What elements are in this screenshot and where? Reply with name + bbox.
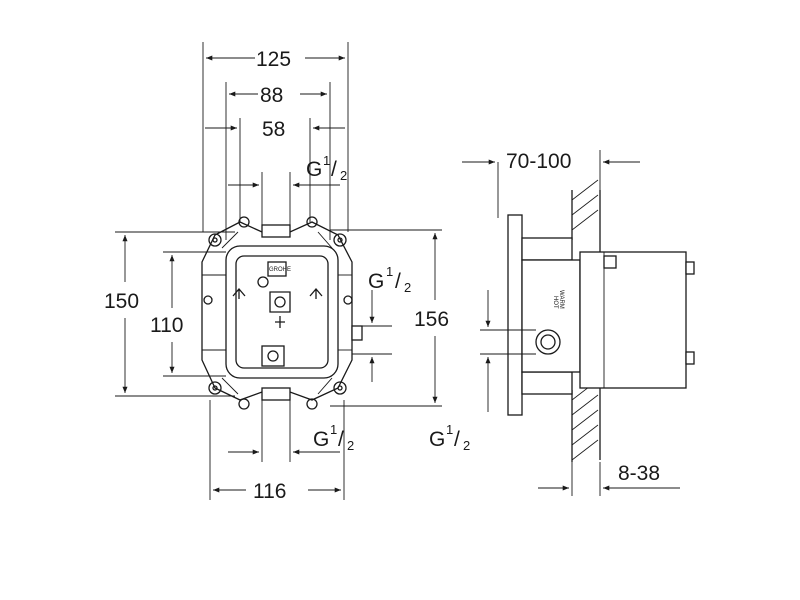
side-body [521, 259, 581, 373]
side-port [535, 329, 561, 355]
dim-58-label: 58 [262, 118, 285, 141]
thread-right-label: G 1 / 2 [368, 264, 411, 295]
panel-symbols [232, 276, 323, 367]
svg-text:G: G [429, 428, 445, 451]
svg-text:2: 2 [340, 168, 347, 183]
top-port [261, 224, 291, 238]
bottom-port [261, 387, 291, 401]
svg-text:1: 1 [446, 422, 453, 437]
dim-88-label: 88 [260, 84, 283, 107]
svg-text:2: 2 [463, 438, 470, 453]
dim-156-label: 156 [414, 308, 449, 331]
right-port [351, 325, 363, 341]
dim-150-label: 150 [104, 290, 139, 313]
brand-badge [267, 261, 287, 277]
svg-text:/: / [331, 158, 337, 181]
thread-side-label: G 1 / 2 [429, 422, 470, 453]
mounting-ears [203, 216, 353, 410]
thread-top-label: G 1 / 2 [306, 153, 347, 183]
flange-plate [507, 214, 523, 416]
svg-text:1: 1 [386, 264, 393, 279]
svg-text:G: G [368, 270, 384, 293]
hot-label: HOT [552, 296, 558, 309]
svg-text:/: / [338, 428, 344, 451]
side-dimensions: 70-100 G 1 / 2 8-38 [429, 150, 680, 496]
dim-70-100-label: 70-100 [506, 150, 571, 173]
body-ribs [202, 231, 352, 395]
inner-housing [225, 245, 339, 379]
dim-116-label: 116 [253, 480, 286, 503]
upper-arm [521, 237, 573, 261]
side-view: WARM HOT [507, 179, 695, 462]
svg-text:1: 1 [323, 153, 330, 168]
wall-hatch [571, 179, 601, 462]
dim-110-label: 110 [150, 314, 183, 337]
thread-bottom-label: G 1 / 2 [313, 422, 354, 453]
front-dimensions: 125 88 58 G 1 / 2 150 110 [104, 42, 449, 503]
svg-text:G: G [306, 158, 322, 181]
svg-text:2: 2 [404, 280, 411, 295]
lower-arm [521, 371, 573, 395]
front-view: GROHE [201, 216, 363, 410]
svg-text:G: G [313, 428, 329, 451]
brand-label: GROHE [269, 267, 291, 273]
warm-label: WARM [558, 290, 564, 309]
svg-text:/: / [395, 270, 401, 293]
svg-text:/: / [454, 428, 460, 451]
svg-text:1: 1 [330, 422, 337, 437]
svg-text:2: 2 [347, 438, 354, 453]
inner-panel [235, 255, 329, 369]
body-outline [201, 221, 353, 401]
dim-8-38-label: 8-38 [618, 462, 660, 485]
dim-125-label: 125 [256, 48, 291, 71]
rear-cylinder [579, 251, 687, 389]
